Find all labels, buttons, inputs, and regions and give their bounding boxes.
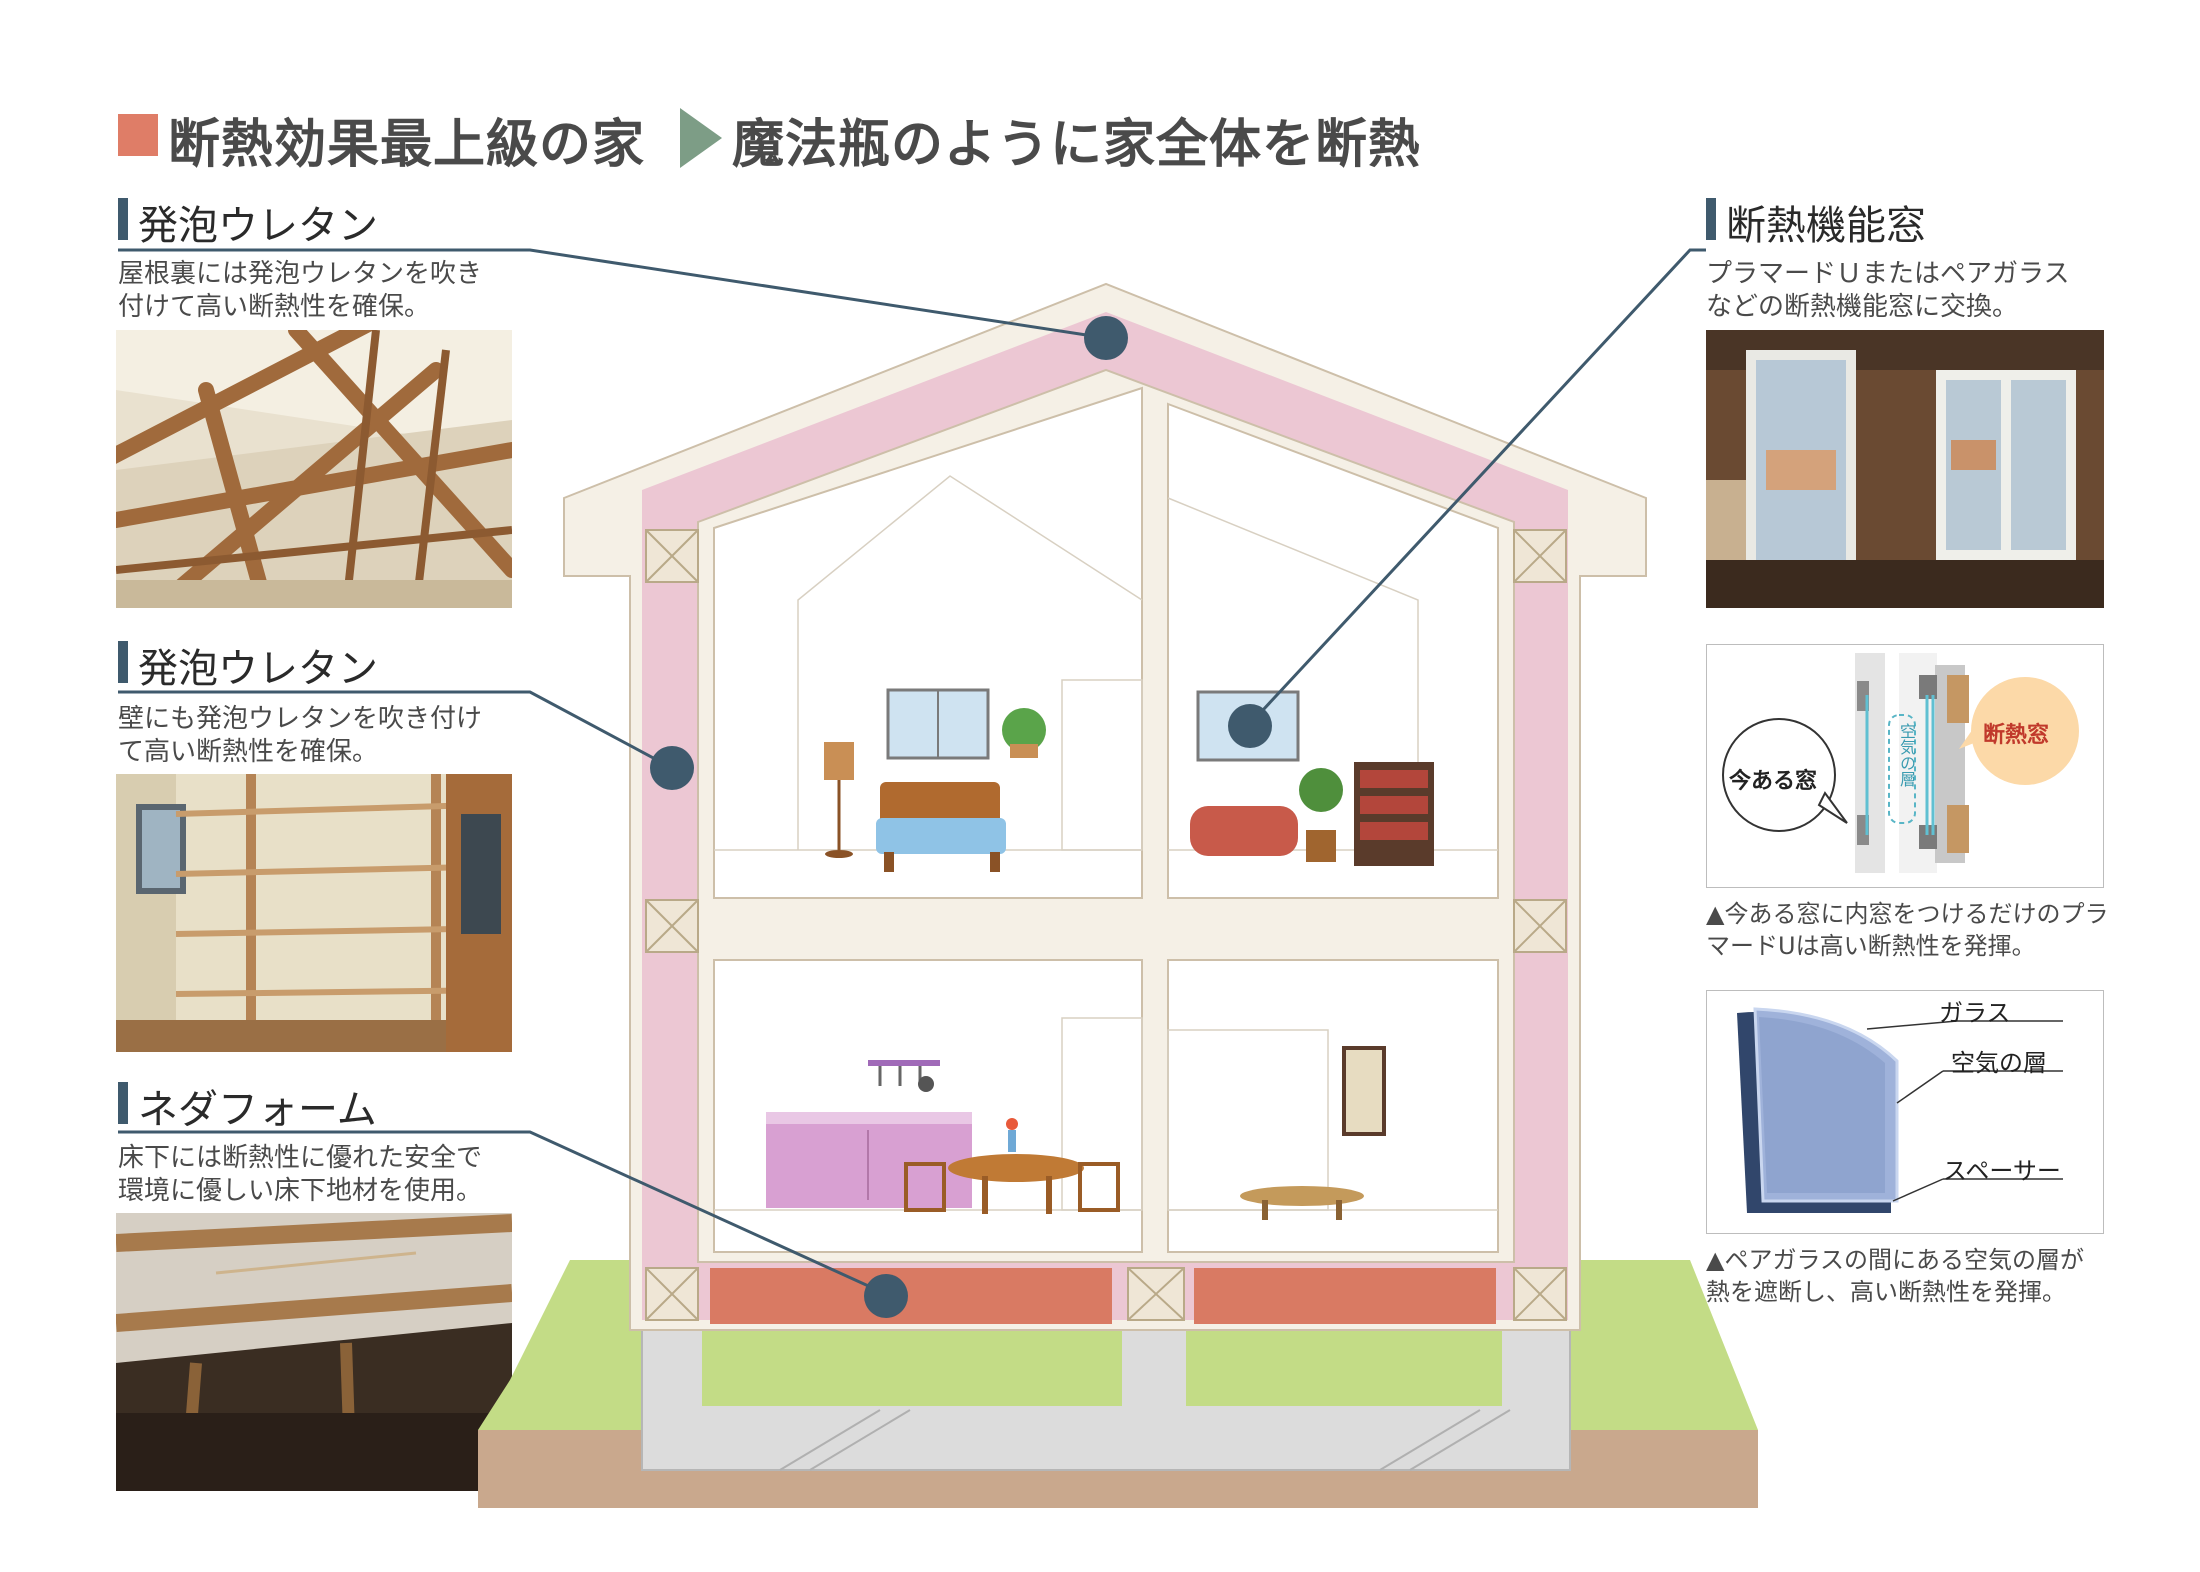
section-text-roof: 屋根裏には発泡ウレタンを吹き 付けて高い断熱性を確保。 bbox=[118, 258, 482, 324]
kitchen-counter bbox=[766, 1120, 972, 1208]
glass-diagram-caption: ▲ペアガラスの間にある空気の層が 熱を遮断し、高い断熱性を発揮。 bbox=[1706, 1244, 2084, 1308]
glass-diagram-box: ガラス 空気の層 スペーサー bbox=[1706, 990, 2104, 1234]
soil bbox=[478, 1430, 1758, 1508]
insulation-pink bbox=[642, 312, 1568, 1320]
title-right: 魔法瓶のように家全体を断熱 bbox=[732, 115, 1422, 175]
ground-green bbox=[478, 1260, 1758, 1430]
upper-window bbox=[1196, 690, 1300, 762]
floor-lamp bbox=[824, 742, 854, 780]
section-text-line: 環境に優しい床下地材を使用。 bbox=[118, 1176, 483, 1206]
window-diagram-box: 今ある窓 空気の層 断熱窓 bbox=[1706, 644, 2104, 888]
section-heading-window: 断熱機能窓 bbox=[1726, 203, 1926, 249]
room-bedroom bbox=[713, 386, 1143, 899]
pair-glass-drawing bbox=[1737, 1007, 2063, 1213]
label-existing-window: 今ある窓 bbox=[1729, 769, 1818, 794]
room-living-upper bbox=[1167, 402, 1499, 899]
window-section-drawing bbox=[1722, 653, 2079, 873]
photo-insulated-windows bbox=[1706, 330, 2104, 608]
bedroom-window bbox=[886, 688, 990, 760]
section-text-line: て高い断熱性を確保。 bbox=[118, 737, 379, 767]
section-text-line: 付けて高い断熱性を確保。 bbox=[118, 292, 431, 322]
floor-insulation bbox=[710, 1268, 1112, 1324]
section-text-window: プラマードＵまたはペアガラス などの断熱機能窓に交換。 bbox=[1706, 258, 2069, 324]
bed bbox=[880, 782, 1000, 836]
room-kitchen bbox=[713, 959, 1143, 1253]
section-heading-roof: 発泡ウレタン bbox=[138, 203, 378, 249]
section-text-line: 屋根裏には発泡ウレタンを吹き bbox=[118, 259, 483, 289]
section-bar bbox=[118, 641, 128, 683]
label-air-layer: 空気の層 bbox=[1951, 1049, 2047, 1077]
section-text-wall: 壁にも発泡ウレタンを吹き付け て高い断熱性を確保。 bbox=[118, 703, 482, 769]
caption-line: マードUは高い断熱性を発揮。 bbox=[1706, 932, 2036, 960]
hanging-scroll bbox=[1342, 1046, 1386, 1136]
low-table bbox=[1240, 1186, 1364, 1206]
photo-attic-urethane bbox=[116, 330, 512, 608]
photo-underfloor-nedafoam bbox=[116, 1213, 512, 1491]
title-left: 断熱効果最上級の家 bbox=[168, 115, 646, 175]
photo-wall-urethane bbox=[116, 774, 512, 1052]
section-bar bbox=[118, 1082, 128, 1124]
section-heading-floor: ネダフォーム bbox=[138, 1087, 377, 1133]
room-japanese bbox=[1167, 959, 1499, 1253]
sofa bbox=[1190, 806, 1298, 856]
foundation bbox=[641, 1329, 1571, 1471]
section-bar bbox=[1706, 198, 1716, 240]
bookshelf bbox=[1354, 762, 1434, 866]
flower-vase bbox=[1006, 1118, 1018, 1130]
label-spacer: スペーサー bbox=[1943, 1157, 2061, 1185]
window-diagram-caption: ▲今ある窓に内窓をつけるだけのプラ マードUは高い断熱性を発揮。 bbox=[1706, 898, 2108, 962]
utensil-rack bbox=[868, 1060, 940, 1066]
callout-dots bbox=[650, 316, 1272, 1318]
section-heading-wall: 発泡ウレタン bbox=[138, 646, 378, 692]
section-bar bbox=[118, 198, 128, 240]
caption-line: 熱を遮断し、高い断熱性を発揮。 bbox=[1706, 1278, 2066, 1306]
chair bbox=[1078, 1162, 1120, 1212]
section-text-line: 壁にも発泡ウレタンを吹き付け bbox=[118, 704, 483, 734]
section-text-line: プラマードＵまたはペアガラス bbox=[1706, 259, 2070, 289]
title-arrow-icon bbox=[680, 108, 722, 168]
title-square-icon bbox=[118, 114, 158, 156]
label-glass: ガラス bbox=[1939, 999, 2011, 1027]
label-air-layer-vertical: 空気の層 bbox=[1897, 723, 1916, 787]
section-text-floor: 床下には断熱性に優れた安全で 環境に優しい床下地材を使用。 bbox=[118, 1142, 482, 1208]
structural-posts bbox=[645, 529, 1567, 1321]
caption-line: ▲今ある窓に内窓をつけるだけのプラ bbox=[1706, 900, 2109, 928]
dining-table bbox=[948, 1154, 1084, 1182]
hanging-plant bbox=[1002, 708, 1046, 752]
section-text-line: 床下には断熱性に優れた安全で bbox=[118, 1143, 483, 1173]
potted-plant bbox=[1306, 830, 1336, 862]
label-insulated-window: 断熱窓 bbox=[1983, 723, 2050, 748]
caption-line: ▲ペアガラスの間にある空気の層が bbox=[1706, 1246, 2084, 1274]
section-text-line: などの断熱機能窓に交換。 bbox=[1706, 292, 2019, 322]
chair bbox=[904, 1162, 946, 1212]
